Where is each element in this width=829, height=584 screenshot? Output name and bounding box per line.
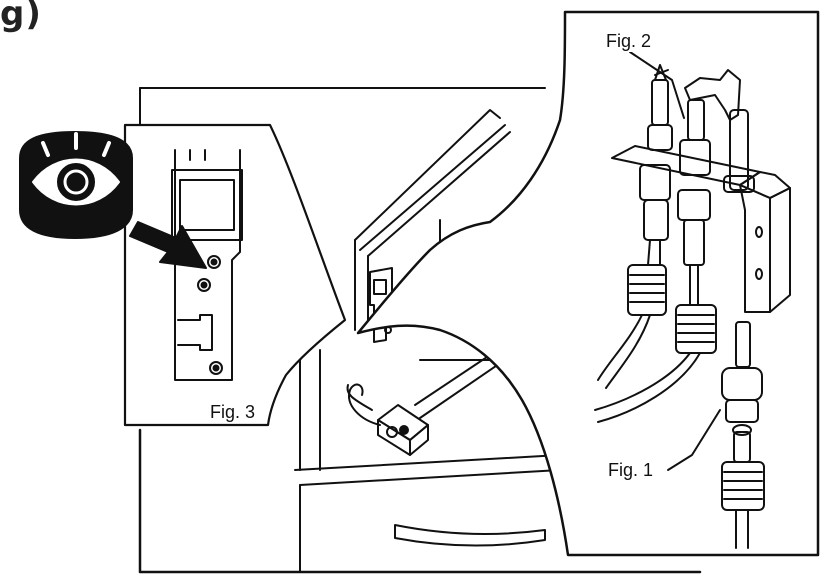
fig3-label: Fig. 3 bbox=[208, 402, 258, 423]
fig2-leader bbox=[629, 51, 685, 119]
fig2-label: Fig. 2 bbox=[604, 31, 654, 52]
gas-fitting bbox=[721, 321, 765, 549]
fig12-inset bbox=[356, 10, 820, 557]
electrode-centre bbox=[677, 69, 741, 306]
fig3-inset bbox=[123, 123, 347, 427]
section-heading: g) bbox=[0, 0, 42, 34]
electrode-left bbox=[639, 64, 673, 266]
arrow-icon bbox=[129, 221, 207, 269]
fig1-leader bbox=[667, 409, 721, 471]
electrode-right bbox=[723, 109, 755, 193]
fig1-label: Fig. 1 bbox=[606, 460, 656, 481]
threaded-nut-left bbox=[597, 264, 667, 389]
threaded-nut-centre bbox=[594, 304, 717, 423]
eye-icon bbox=[19, 131, 133, 239]
